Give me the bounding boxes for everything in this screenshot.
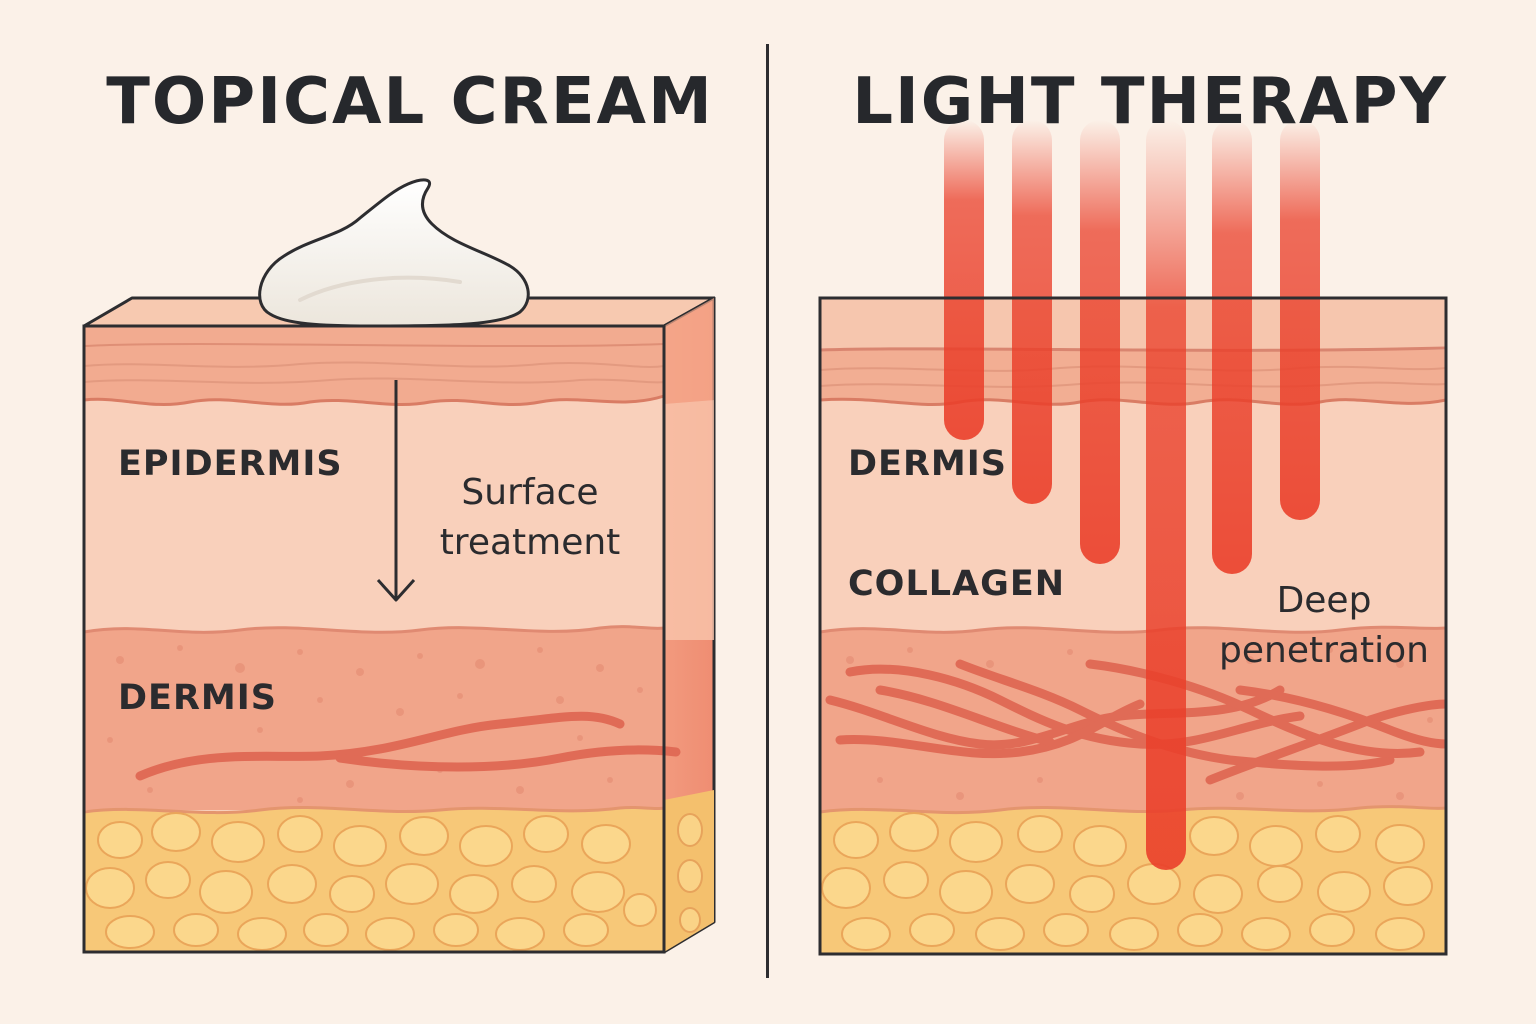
deep-penetration-note: Deep penetration [1206,576,1442,676]
right-dermis-label: DERMIS [848,444,1007,484]
light-beam-2 [1012,120,1052,504]
left-collagen-fiber [135,711,625,781]
surface-arrow-head [376,578,416,602]
light-beam-4 [1146,120,1186,870]
center-divider [766,44,769,978]
left-dermis-label: DERMIS [118,678,277,718]
surface-treatment-note: Surface treatment [420,468,640,568]
right-fat-cells [821,812,1433,951]
topical-cream-title: TOPICAL CREAM [106,65,714,139]
deep-penetration-line1: Deep [1276,580,1372,621]
light-beam-5 [1212,120,1252,574]
light-beam-1 [944,120,984,440]
surface-treatment-line1: Surface [461,472,599,513]
light-beam-3 [1080,120,1120,564]
surface-treatment-line2: treatment [439,522,621,563]
right-dermis-speckles [846,647,1433,800]
light-beam-6 [1280,120,1320,520]
right-collagen-fibers [825,659,1446,785]
left-fat-cells [85,812,657,951]
left-epidermis-label: EPIDERMIS [118,444,343,484]
right-collagen-label: COLLAGEN [848,564,1066,604]
light-therapy-title: LIGHT THERAPY [852,65,1448,139]
light-beams [944,120,1320,870]
deep-penetration-line2: penetration [1219,630,1429,671]
